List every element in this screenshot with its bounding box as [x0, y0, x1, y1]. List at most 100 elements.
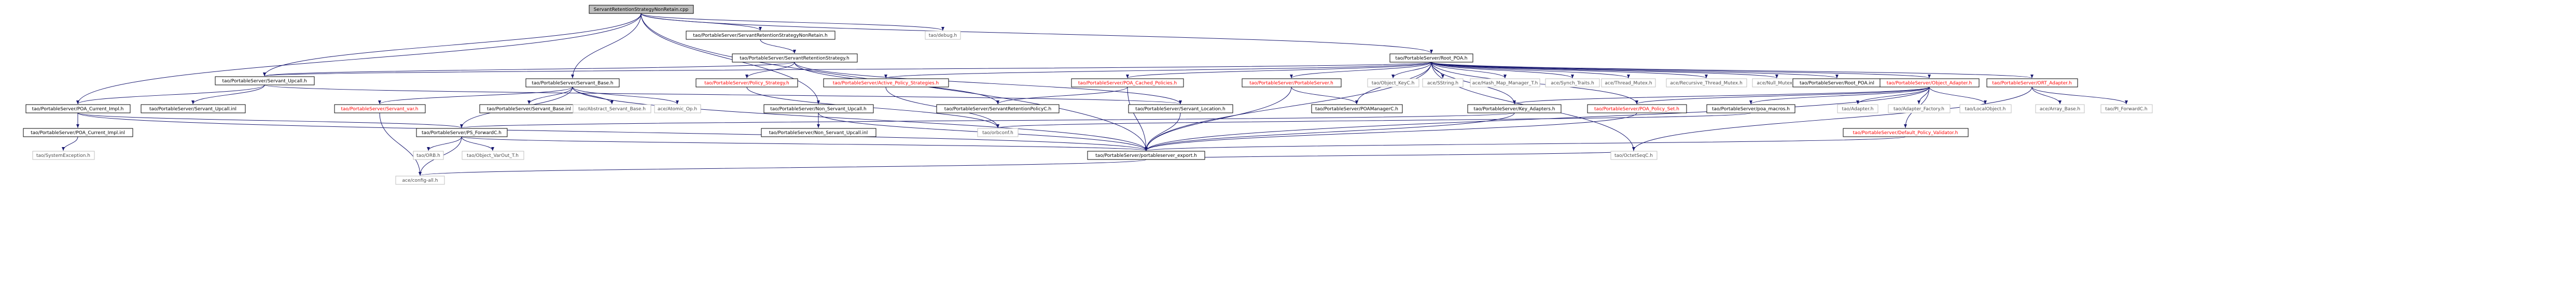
- node-system-exception[interactable]: tao/SystemException.h: [32, 151, 95, 160]
- edge-srs-to-servant-upcall: [263, 62, 795, 77]
- edge-key-adapters-to-export: [1145, 112, 1515, 151]
- node-box: [1545, 78, 1600, 88]
- edge-key-adapters-to-ps-forwardc: [461, 112, 1515, 128]
- node-box: [925, 31, 961, 40]
- edge-srs-to-policy-strategy: [745, 62, 795, 79]
- node-export[interactable]: tao/PortableServer/portableserver_export…: [1087, 151, 1205, 160]
- edge-object-adapter-to-localobject: [1929, 86, 1987, 105]
- node-orbconf[interactable]: tao/orbconf.h: [977, 128, 1019, 137]
- edge-rootpoa-to-object-keyc: [1391, 62, 1432, 79]
- node-array-base[interactable]: ace/Array_Base.h: [2035, 104, 2085, 113]
- node-null-mutex[interactable]: ace/Null_Mutex.h: [1752, 78, 1802, 88]
- node-ort-adapter[interactable]: tao/PortableServer/ORT_Adapter.h: [1986, 78, 2078, 88]
- node-rootpoa[interactable]: tao/PortableServer/Root_POA.h: [1389, 53, 1473, 63]
- node-label: tao/PortableServer/POAManagerC.h: [1315, 107, 1398, 112]
- node-box: [1986, 78, 2078, 88]
- node-servant-upcall[interactable]: tao/PortableServer/Servant_Upcall.h: [215, 76, 315, 85]
- node-object-varout[interactable]: tao/Object_VarOut_T.h: [462, 151, 524, 160]
- node-non-servant-upcall-inl[interactable]: tao/PortableServer/Non_Servant_Upcall.in…: [761, 128, 876, 137]
- edge-object-adapter-to-key-adapters: [1513, 86, 1930, 105]
- node-srsnr[interactable]: tao/PortableServer/ServantRetentionStrat…: [686, 31, 836, 40]
- node-box: [1087, 151, 1205, 160]
- node-orbh[interactable]: tao/ORB.h: [413, 151, 444, 160]
- node-box: [1601, 78, 1656, 88]
- node-label: ace/config-all.h: [402, 178, 438, 183]
- edge-root-to-poa-current-impl: [76, 13, 642, 105]
- node-adapter[interactable]: tao/Adapter.h: [1837, 104, 1878, 113]
- node-atomic-op[interactable]: ace/Atomic_Op.h: [654, 104, 701, 113]
- node-box: [1666, 78, 1747, 88]
- node-object-adapter[interactable]: tao/PortableServer/Object_Adapter.h: [1879, 78, 1980, 88]
- node-adapter-factory[interactable]: tao/Adapter_Factory.h: [1888, 104, 1951, 113]
- node-box: [25, 104, 131, 113]
- edge-ort-adapter-to-array-base: [2031, 86, 2062, 105]
- node-servant-upcall-inl[interactable]: tao/PortableServer/Servant_Upcall.inl: [141, 104, 246, 113]
- node-box: [1470, 78, 1540, 88]
- node-box: [334, 104, 426, 113]
- node-rootpoa-inl[interactable]: tao/PortableServer/Root_POA.inl: [1792, 78, 1882, 88]
- node-thread-mutex[interactable]: ace/Thread_Mutex.h: [1601, 78, 1656, 88]
- node-label: tao/LocalObject.h: [1965, 107, 2006, 112]
- node-policy-strategy[interactable]: tao/PortableServer/Policy_Strategy.h: [695, 78, 798, 88]
- node-pi-forwardc[interactable]: tao/PI_ForwardC.h: [2100, 104, 2153, 113]
- node-box: [1888, 104, 1951, 113]
- edge-rootpoa-to-hash-map: [1431, 62, 1507, 79]
- node-label: ace/Array_Base.h: [2040, 107, 2080, 112]
- node-box: [695, 78, 798, 88]
- node-abstract-servant[interactable]: tao/Abstract_Servant_Base.h: [573, 104, 651, 113]
- node-key-adapters[interactable]: tao/PortableServer/Key_Adapters.h: [1467, 104, 1562, 113]
- node-box: [32, 151, 95, 160]
- node-sstring[interactable]: ace/SString.h: [1422, 78, 1464, 88]
- edge-root-to-debug: [640, 13, 944, 31]
- node-octetseqc[interactable]: tao/OctetSeqC.h: [1610, 151, 1658, 160]
- node-box: [1422, 78, 1464, 88]
- node-localobject[interactable]: tao/LocalObject.h: [1959, 104, 2012, 113]
- node-label: tao/PortableServer/Root_POA.h: [1395, 56, 1467, 61]
- node-label: tao/ORB.h: [416, 153, 440, 158]
- node-label: ace/Synch_Traits.h: [1551, 81, 1594, 86]
- node-srs[interactable]: tao/PortableServer/ServantRetentionStrat…: [732, 53, 858, 63]
- node-synch-traits[interactable]: ace/Synch_Traits.h: [1545, 78, 1600, 88]
- node-poa-current-impl[interactable]: tao/PortableServer/POA_Current_Impl.h: [25, 104, 131, 113]
- node-cached-policies[interactable]: tao/PortableServer/POA_Cached_Policies.h: [1071, 78, 1184, 88]
- node-ps-forwardc[interactable]: tao/PortableServer/PS_ForwardC.h: [416, 128, 508, 137]
- node-poa-macros[interactable]: tao/PortableServer/poa_macros.h: [1706, 104, 1795, 113]
- edge-portableserver-to-poamanagerc: [1291, 86, 1358, 105]
- node-active-policy[interactable]: tao/PortableServer/Active_Policy_Strateg…: [823, 78, 949, 88]
- node-servant-base-inl[interactable]: tao/PortableServer/Servant_Base.inl: [479, 104, 579, 113]
- node-poa-current-impl-inl[interactable]: tao/PortableServer/POA_Current_Impl.inl: [23, 128, 133, 137]
- node-servant-base[interactable]: tao/PortableServer/Servant_Base.h: [525, 78, 620, 88]
- node-label: tao/PortableServer/ServantRetentionStrat…: [740, 56, 850, 61]
- node-servant-var[interactable]: tao/PortableServer/Servant_var.h: [334, 104, 426, 113]
- edge-rootpoa-to-synch-traits: [1431, 62, 1574, 79]
- node-label: tao/PortableServer/Key_Adapters.h: [1473, 107, 1555, 112]
- edge-poa-policy-set-to-export: [1145, 112, 1637, 151]
- node-default-policy-validator[interactable]: tao/PortableServer/Default_Policy_Valida…: [1843, 128, 1969, 137]
- node-srpolicyc[interactable]: tao/PortableServer/ServantRetentionPolic…: [936, 104, 1060, 113]
- node-non-servant-upcall[interactable]: tao/PortableServer/Non_Servant_Upcall.h: [763, 104, 874, 113]
- node-recursive-mutex[interactable]: ace/Recursive_Thread_Mutex.h: [1666, 78, 1747, 88]
- node-box: [573, 104, 651, 113]
- node-hash-map[interactable]: ace/Hash_Map_Manager_T.h: [1470, 78, 1540, 88]
- node-servant-location[interactable]: tao/PortableServer/Servant_Location.h: [1128, 104, 1233, 113]
- node-debug[interactable]: tao/debug.h: [925, 31, 961, 40]
- node-root[interactable]: ServantRetentionStrategyNonRetain.cpp: [589, 5, 694, 14]
- edge-default-policy-validator-to-export: [1145, 136, 1906, 151]
- node-label: tao/PortableServer/PortableServer.h: [1249, 81, 1333, 86]
- node-label: tao/orbconf.h: [982, 130, 1013, 136]
- node-box: [1367, 78, 1419, 88]
- edge-poa-current-impl-to-export: [77, 112, 1148, 151]
- node-label: tao/debug.h: [929, 33, 957, 38]
- node-portableserver[interactable]: tao/PortableServer/PortableServer.h: [1242, 78, 1342, 88]
- node-poa-policy-set[interactable]: tao/PortableServer/POA_Policy_Set.h: [1587, 104, 1687, 113]
- edge-rootpoa-to-rootpoa-inl: [1431, 62, 1839, 79]
- node-poamanagerc[interactable]: tao/PortableServer/POAManagerC.h: [1311, 104, 1403, 113]
- edge-srs-to-servant-location: [794, 62, 1182, 105]
- node-label: tao/PortableServer/ServantRetentionStrat…: [693, 33, 827, 38]
- node-box: [1242, 78, 1342, 88]
- edge-root-to-rootpoa: [640, 13, 1433, 54]
- node-box: [1467, 104, 1562, 113]
- node-config-all[interactable]: ace/config-all.h: [395, 176, 445, 185]
- node-box: [1879, 78, 1980, 88]
- node-object-keyc[interactable]: tao/Object_KeyC.h: [1367, 78, 1419, 88]
